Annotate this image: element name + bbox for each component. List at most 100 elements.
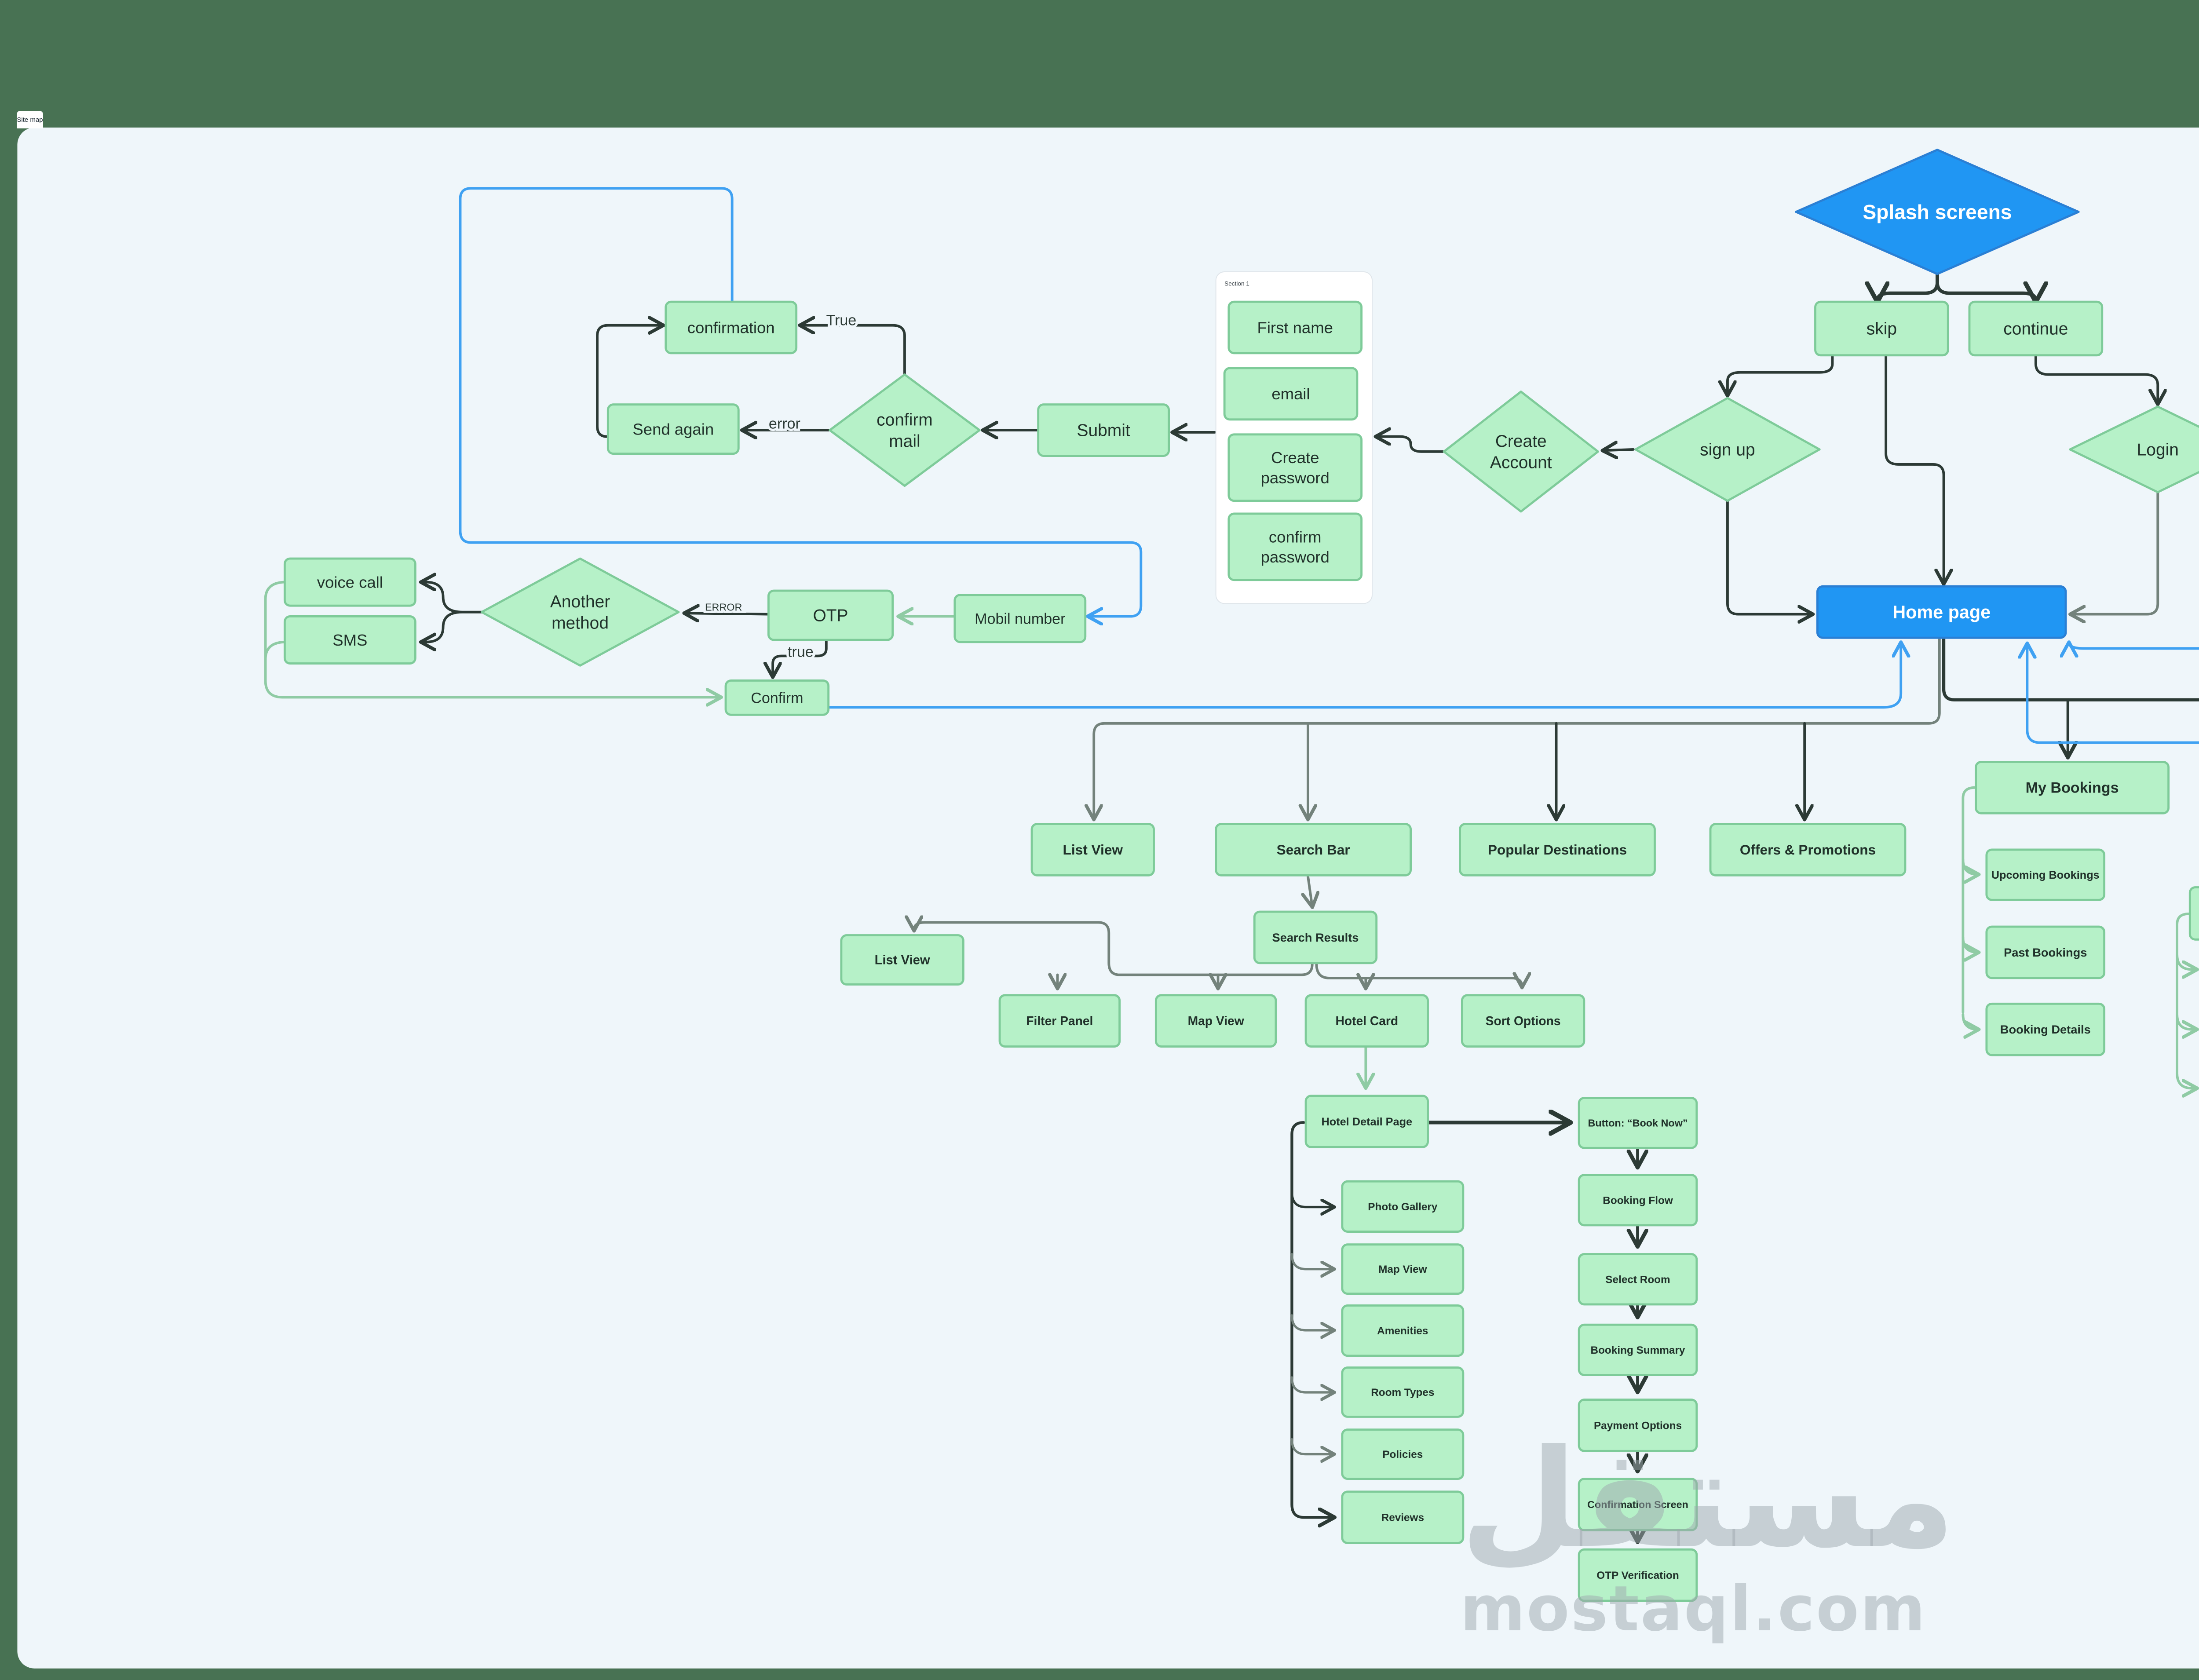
node-list-view-1[interactable]: List View bbox=[1030, 823, 1155, 877]
edge-22 bbox=[2071, 492, 2159, 614]
edge-30 bbox=[2069, 449, 2199, 649]
edge-71 bbox=[2176, 1072, 2196, 1088]
photo-gallery-shape bbox=[1341, 1180, 1465, 1233]
edge-11 bbox=[596, 325, 662, 438]
edge-16 bbox=[422, 582, 483, 614]
node-submit[interactable]: Submit bbox=[1037, 403, 1170, 457]
node-email[interactable]: email bbox=[1223, 367, 1359, 421]
edge-12 bbox=[459, 187, 1143, 616]
section-panel-label: Section 1 bbox=[1224, 281, 1249, 287]
otp-verification-1-shape bbox=[1578, 1548, 1698, 1602]
edge-label-ERROR: ERROR bbox=[705, 602, 742, 613]
submit-label: Submit bbox=[1077, 421, 1130, 440]
popular-destinations-shape bbox=[1459, 823, 1656, 877]
node-booking-details[interactable]: Booking Details bbox=[1985, 1002, 2106, 1056]
home-page-shape bbox=[1816, 585, 2067, 639]
node-login[interactable]: Login bbox=[2069, 405, 2199, 493]
node-confirm-otp[interactable]: Confirm bbox=[724, 679, 830, 716]
node-voice-call[interactable]: voice call bbox=[283, 557, 416, 607]
another-method-shape bbox=[480, 557, 680, 667]
send-again-label: Send again bbox=[632, 420, 714, 438]
node-list-view-2[interactable]: List View bbox=[840, 934, 964, 986]
edge-14 bbox=[685, 613, 769, 614]
node-booking-flow[interactable]: Booking Flow bbox=[1578, 1174, 1698, 1227]
edge-50 bbox=[1290, 1314, 1333, 1330]
node-reviews[interactable]: Reviews bbox=[1341, 1490, 1465, 1544]
node-upcoming-bookings[interactable]: Upcoming Bookings bbox=[1985, 848, 2106, 901]
map-view-2-label: Map View bbox=[1378, 1264, 1427, 1275]
edge-41 bbox=[1315, 963, 1522, 986]
edge-5 bbox=[1604, 449, 1635, 450]
hotel-card-shape bbox=[1304, 994, 1429, 1048]
node-confirmation-screen[interactable]: Confirmation Screen bbox=[1578, 1478, 1698, 1531]
node-past-bookings[interactable]: Past Bookings bbox=[1985, 925, 2106, 979]
node-map-view-1[interactable]: Map View bbox=[1154, 994, 1277, 1048]
node-continue[interactable]: continue bbox=[1968, 300, 2104, 357]
node-hotel-card[interactable]: Hotel Card bbox=[1304, 994, 1429, 1048]
node-hotel-detail-page[interactable]: Hotel Detail Page bbox=[1304, 1095, 1429, 1148]
node-popular-destinations[interactable]: Popular Destinations bbox=[1459, 823, 1656, 877]
node-mobil-number[interactable]: Mobil number bbox=[953, 594, 1087, 643]
skip-shape bbox=[1814, 300, 1949, 357]
node-sign-up[interactable]: sign up bbox=[1634, 397, 1821, 502]
node-splash-screens[interactable]: Splash screens bbox=[1795, 149, 2080, 275]
node-booking-summary[interactable]: Booking Summary bbox=[1578, 1323, 1698, 1376]
first-name-label: First name bbox=[1257, 318, 1333, 336]
node-policies[interactable]: Policies bbox=[1341, 1428, 1465, 1480]
whiteboard-canvas[interactable] bbox=[17, 128, 2199, 1669]
confirm-mail-shape bbox=[829, 373, 981, 487]
edge-label-True: True bbox=[826, 312, 856, 329]
edge-3 bbox=[1885, 355, 1943, 583]
site-map-tab[interactable]: Site map bbox=[17, 111, 43, 128]
edge-18 bbox=[264, 581, 720, 698]
login-shape bbox=[2069, 405, 2199, 493]
node-otp-verification-1[interactable]: OTP Verification bbox=[1578, 1548, 1698, 1602]
node-select-room[interactable]: Select Room bbox=[1578, 1253, 1698, 1306]
edge-70 bbox=[2176, 1013, 2196, 1030]
map-view-2-shape bbox=[1341, 1243, 1465, 1295]
edge-21 bbox=[1726, 500, 1812, 614]
node-sort-options[interactable]: Sort Options bbox=[1461, 994, 1585, 1048]
node-photo-gallery[interactable]: Photo Gallery bbox=[1341, 1180, 1465, 1233]
node-search-bar[interactable]: Search Bar bbox=[1215, 823, 1412, 877]
node-room-types[interactable]: Room Types bbox=[1341, 1366, 1465, 1418]
node-map-view-2[interactable]: Map View bbox=[1341, 1243, 1465, 1295]
policies-shape bbox=[1341, 1428, 1465, 1480]
booking-summary-label: Booking Summary bbox=[1591, 1344, 1685, 1356]
edge-20 bbox=[828, 643, 1901, 709]
confirmation-shape bbox=[665, 300, 798, 354]
node-send-again[interactable]: Send again bbox=[606, 403, 740, 455]
room-types-shape bbox=[1341, 1366, 1465, 1418]
node-my-bookings[interactable]: My Bookings bbox=[1975, 760, 2170, 814]
room-types-label: Room Types bbox=[1371, 1387, 1434, 1399]
node-confirmation[interactable]: confirmation bbox=[665, 300, 798, 354]
edge-61 bbox=[1962, 936, 1978, 952]
node-book-now-button[interactable]: Button: “Book Now” bbox=[1578, 1096, 1698, 1149]
node-skip[interactable]: skip bbox=[1814, 300, 1949, 357]
edge-60 bbox=[1962, 858, 1978, 874]
node-first-name[interactable]: First name bbox=[1227, 300, 1363, 354]
node-otp[interactable]: OTP bbox=[767, 589, 894, 641]
node-offers-promotions[interactable]: Offers & Promotions bbox=[1709, 823, 1907, 877]
voice-call-label: voice call bbox=[317, 573, 383, 591]
node-sms[interactable]: SMS bbox=[283, 615, 416, 665]
node-payment-options[interactable]: Payment Options bbox=[1578, 1399, 1698, 1452]
node-notifications[interactable]: Notifications bbox=[2188, 886, 2199, 941]
edge-label-true: true bbox=[788, 644, 814, 661]
node-search-results[interactable]: Search Results bbox=[1253, 910, 1378, 964]
submit-shape bbox=[1037, 403, 1170, 457]
splash-screens-label: Splash screens bbox=[1863, 201, 2012, 223]
node-amenities[interactable]: Amenities bbox=[1341, 1304, 1465, 1357]
list-view-2-shape bbox=[840, 934, 964, 986]
book-now-button-label: Button: “Book Now” bbox=[1588, 1117, 1688, 1129]
node-filter-panel[interactable]: Filter Panel bbox=[998, 994, 1121, 1048]
node-home-page[interactable]: Home page bbox=[1816, 585, 2067, 639]
